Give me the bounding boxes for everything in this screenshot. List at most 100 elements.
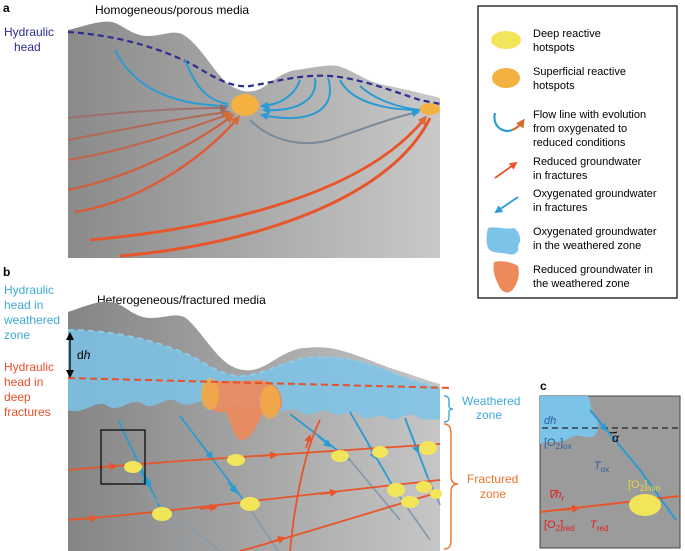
panel-b-head-deep-label: Hydraulic (4, 360, 54, 374)
oxygenated-fracture-arrow (411, 435, 420, 454)
legend-weathered-reduced-icon (493, 261, 519, 293)
deep-hotspot (152, 507, 172, 521)
deep-hotspot (372, 446, 388, 458)
legend-item-4-line-2: in fractures (533, 170, 588, 182)
deep-hotspot (227, 454, 245, 466)
panel-c-o2red-label: [O2]red (544, 519, 575, 533)
flow-line (119, 117, 432, 258)
deep-hotspot (430, 489, 442, 499)
fractured-zone-label: Fractured (467, 472, 518, 486)
deep-hotspot (387, 483, 405, 497)
flow-line (74, 115, 240, 214)
panel-b-superficial-hotspot (201, 378, 219, 410)
flow-line (67, 108, 230, 141)
oxygenated-fracture (349, 459, 401, 521)
flow-line (262, 77, 317, 115)
oxygenated-fracture (394, 489, 431, 541)
reduced-fracture-arrow (319, 488, 338, 497)
deep-hotspot (240, 497, 260, 511)
flow-line (67, 104, 228, 119)
panel-b-head-weathered-label-2: head in (4, 298, 43, 312)
panel-c-alpha-label: α (612, 431, 620, 445)
panel-b-head-deep-line (67, 377, 453, 389)
panel-b-zoom-box (100, 429, 146, 485)
panel-c-o2min-label: [O2]min (628, 479, 660, 493)
legend-item-6-line-2: in the weathered zone (533, 240, 641, 252)
legend-item-4-line-1: Reduced groundwater (533, 156, 642, 168)
flow-line (67, 114, 235, 192)
panel-b-title: Heterogeneous/fractured media (97, 293, 266, 307)
panel-a-hydraulic-head-label-2: head (14, 40, 41, 54)
reduced-fracture (289, 419, 321, 551)
flow-line (89, 115, 427, 242)
panel-c-oxygenated-fracture-lower (639, 469, 677, 521)
panel-b-head-weathered-label-4: zone (4, 328, 30, 342)
reduced-fracture-arrow (79, 514, 98, 523)
weathered-zone-brace (443, 395, 454, 423)
flow-line (359, 85, 421, 111)
weathered-zone-label-2: zone (476, 408, 502, 422)
weathered-zone-label: Weathered (462, 394, 520, 408)
panel-b-head-weathered-label-3: weathered (3, 313, 60, 327)
flow-line (249, 109, 420, 144)
panel-c: c dh [O2]ox α Tox [O2]min ∇hr [O2]red Tr… (539, 379, 681, 549)
legend-reduced-fracture-icon (494, 161, 518, 179)
panel-c-letter: c (540, 379, 547, 393)
legend: Deep reactive hotspots Superficial react… (477, 5, 678, 299)
panel-a-flow-lines (67, 49, 432, 258)
panel-b-head-weathered-line (67, 329, 441, 389)
flow-line (339, 79, 421, 111)
dh-arrow-head-bottom (66, 370, 74, 378)
panel-b-letter: b (3, 265, 10, 279)
legend-item-3-line-2: from oxygenated to (533, 123, 627, 135)
panel-c-weathered-oxygenated (540, 396, 599, 444)
panel-b-deep-hotspots (124, 441, 442, 521)
flow-line (260, 77, 331, 121)
deep-hotspot (331, 450, 349, 462)
legend-frame (477, 5, 678, 299)
reduced-fracture-arrow (259, 451, 278, 460)
legend-item-7-line-1: Reduced groundwater in (533, 264, 653, 276)
panel-b-oxygenated-fractures (117, 411, 441, 551)
dh-label: dh (77, 348, 91, 362)
oxygenated-fracture (129, 479, 221, 551)
legend-item-6-line-1: Oxygenated groundwater (533, 226, 657, 238)
panel-c-gradh-label: ∇hr (548, 489, 564, 503)
reduced-fracture-arrow (304, 434, 312, 449)
flow-line (184, 59, 229, 105)
legend-item-1-line-1: Deep reactive (533, 28, 601, 40)
legend-item-2-line-1: Superficial reactive (533, 66, 626, 78)
panel-b-head-weathered-label: Hydraulic (4, 283, 54, 297)
panel-c-deep-hotspot (629, 494, 661, 516)
legend-flow-line-icon-tail (511, 118, 525, 132)
fractured-zone-brace (443, 423, 459, 550)
oxygenated-fracture-arrow (139, 469, 149, 486)
panel-b-head-deep-label-4: fractures (4, 405, 51, 419)
deep-hotspot (124, 461, 142, 473)
legend-oxygenated-fracture-icon (494, 196, 519, 214)
panel-a: a Homogeneous/porous media Hydraulic hea… (3, 1, 441, 259)
fractured-zone-label-2: zone (480, 487, 506, 501)
panel-c-dh-label: dh (544, 415, 556, 427)
dh-arrow-head-top (66, 332, 74, 340)
oxygenated-fracture (164, 517, 191, 551)
panel-a-title: Homogeneous/porous media (95, 3, 249, 17)
flow-line (67, 111, 233, 161)
panel-a-superficial-hotspot (231, 94, 259, 116)
oxygenated-fracture-arrow (317, 435, 332, 448)
oxygenated-fracture-arrow (197, 439, 214, 460)
oxygenated-fracture (247, 505, 279, 551)
panel-a-terrain (68, 21, 440, 259)
flow-line (260, 79, 301, 110)
legend-weathered-oxygenated-icon (486, 227, 521, 255)
reduced-fracture (67, 479, 441, 521)
panel-c-tred-label: Tred (590, 519, 608, 533)
panel-c-oxygenated-arrow (597, 419, 608, 432)
panel-a-letter: a (3, 1, 10, 15)
legend-item-1-line-2: hotspots (533, 42, 575, 54)
legend-flow-line-icon (493, 112, 513, 133)
panel-a-hydraulic-head-label: Hydraulic (4, 25, 54, 39)
reduced-fracture-arrow (99, 462, 118, 471)
panel-b: b Heterogeneous/fractured media Hydrauli… (3, 265, 520, 551)
